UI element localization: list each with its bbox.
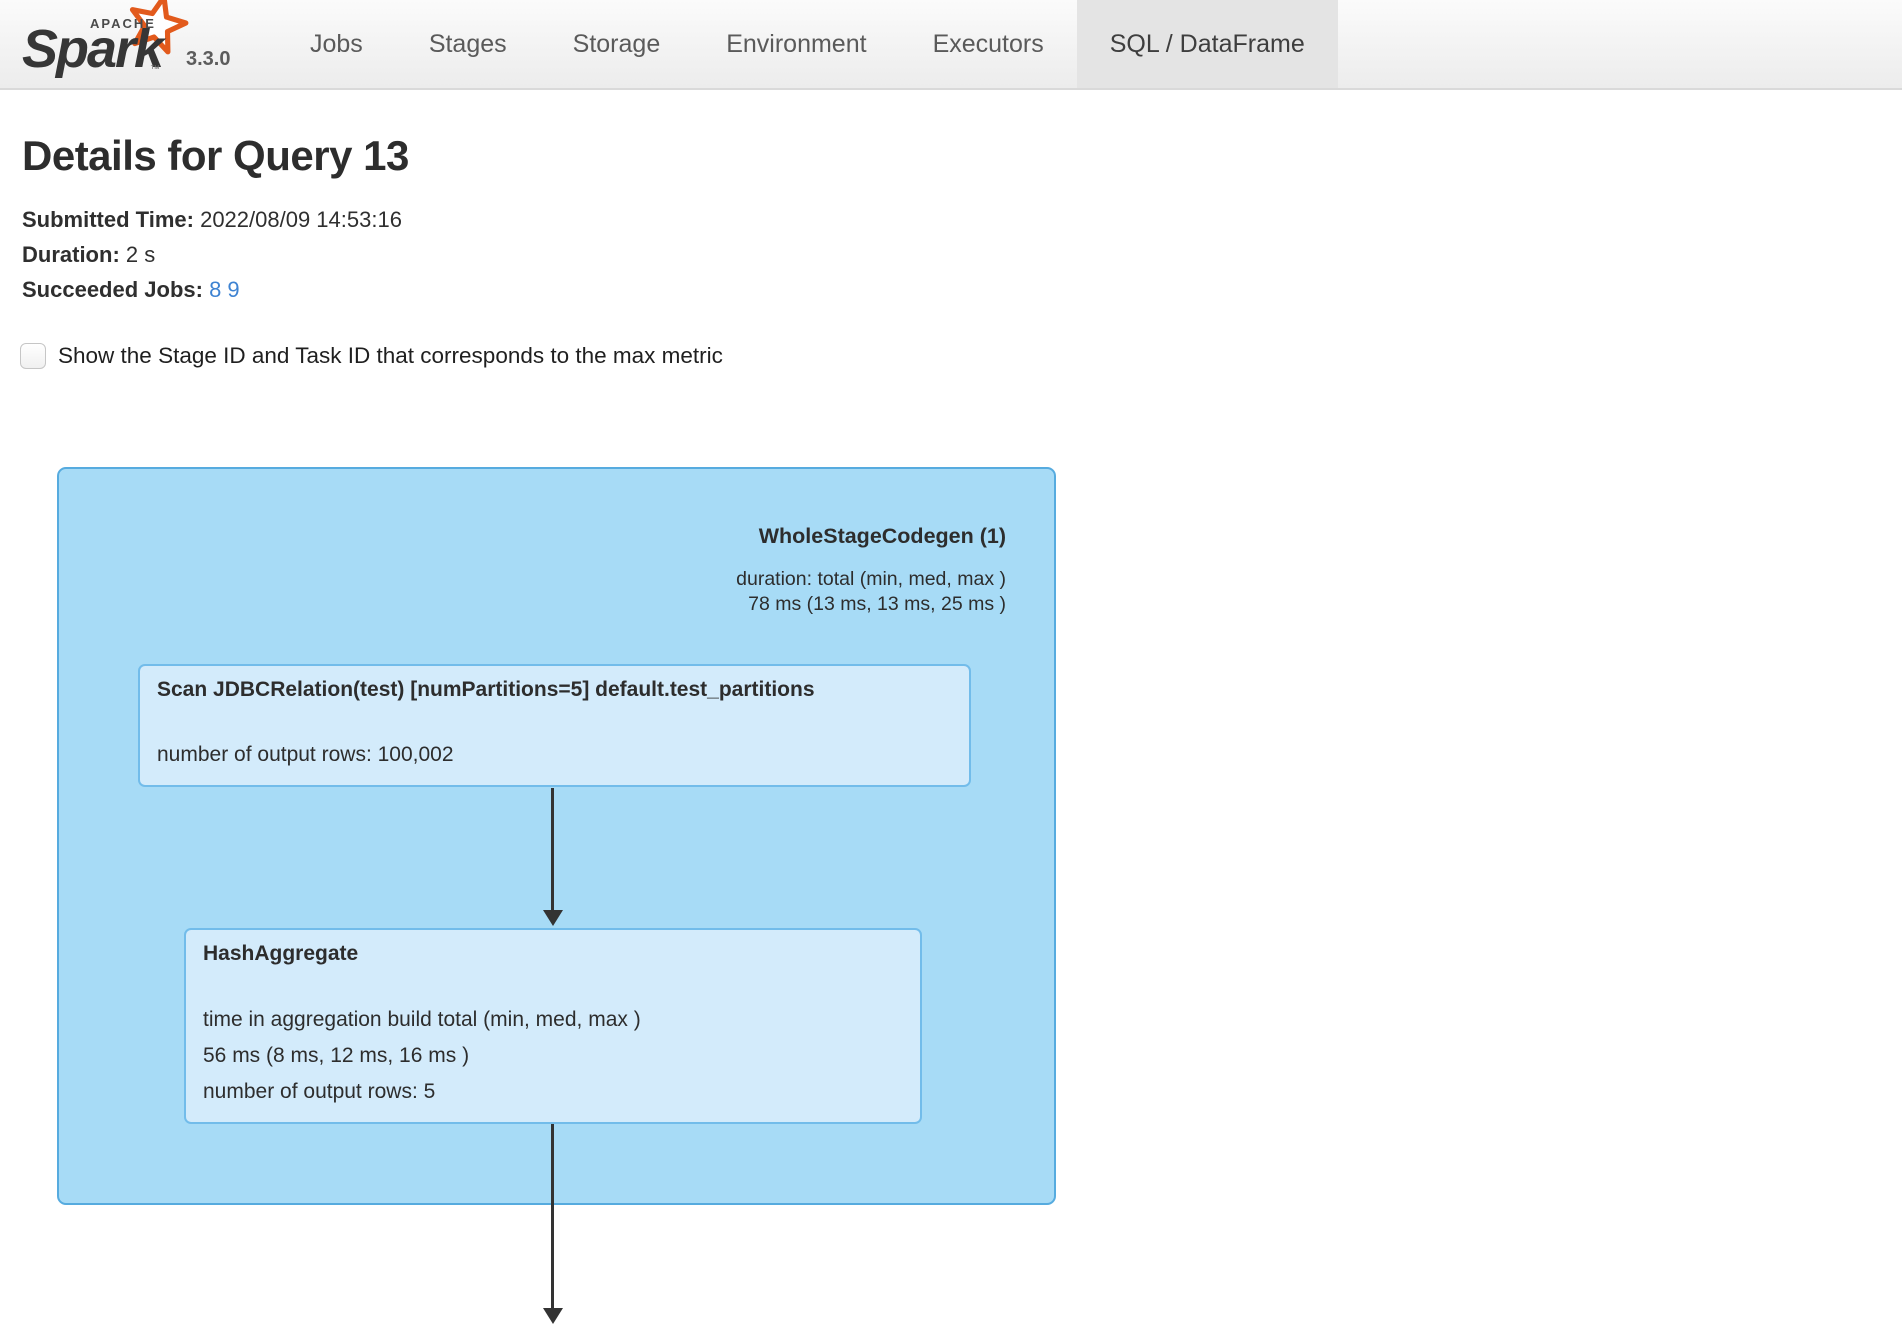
cluster-metric-line: 78 ms (13 ms, 13 ms, 25 ms ) bbox=[748, 593, 1006, 615]
submitted-time-row: Submitted Time: 2022/08/09 14:53:16 bbox=[22, 202, 1902, 237]
node-title: Scan JDBCRelation(test) [numPartitions=5… bbox=[157, 678, 815, 701]
tab-stages[interactable]: Stages bbox=[428, 30, 507, 58]
version-label: 3.3.0 bbox=[186, 48, 231, 70]
node-metrics: number of output rows: 100,002 bbox=[157, 737, 952, 773]
submitted-time-value: 2022/08/09 14:53:16 bbox=[200, 207, 402, 232]
max-metric-checkbox-label: Show the Stage ID and Task ID that corre… bbox=[58, 343, 723, 368]
succeeded-jobs-label: Succeeded Jobs: bbox=[22, 277, 203, 302]
logo-spark-text: Spark bbox=[22, 19, 164, 79]
query-metadata: Submitted Time: 2022/08/09 14:53:16 Dura… bbox=[22, 202, 1902, 307]
cluster-label: WholeStageCodegen (1) duration: total (m… bbox=[736, 524, 1006, 617]
max-metric-checkbox[interactable] bbox=[20, 343, 46, 369]
duration-label: Duration: bbox=[22, 242, 120, 267]
tab-sql-dataframe[interactable]: SQL / DataFrame bbox=[1076, 0, 1338, 88]
submitted-time-label: Submitted Time: bbox=[22, 207, 194, 232]
spark-logo: APACHE Spark ™ bbox=[14, 0, 264, 90]
arrow-down-icon bbox=[543, 1308, 563, 1324]
arrow-down-icon bbox=[543, 910, 563, 926]
dag-edge-hashaggregate-down bbox=[551, 1124, 554, 1310]
cluster-metric-line: duration: total (min, med, max ) bbox=[736, 568, 1006, 590]
cluster-metrics: duration: total (min, med, max ) 78 ms (… bbox=[736, 567, 1006, 617]
node-metrics: time in aggregation build total (min, me… bbox=[203, 1002, 903, 1110]
top-nav: APACHE Spark ™ 3.3.0 Jobs Stages Storage… bbox=[0, 0, 1902, 90]
duration-value: 2 s bbox=[125, 242, 156, 267]
tab-jobs[interactable]: Jobs bbox=[310, 30, 363, 58]
logo-trademark: ™ bbox=[150, 64, 160, 75]
logo-apache-text: APACHE bbox=[90, 16, 156, 31]
spark-star-icon bbox=[126, 0, 189, 61]
node-metric-line: time in aggregation build total (min, me… bbox=[203, 1008, 641, 1031]
node-metric-line: number of output rows: 100,002 bbox=[157, 743, 454, 766]
tab-environment[interactable]: Environment bbox=[726, 30, 867, 58]
dag-edge-scan-to-hashaggregate bbox=[551, 788, 554, 913]
tab-executors[interactable]: Executors bbox=[932, 30, 1044, 58]
max-metric-toggle-row: Show the Stage ID and Task ID that corre… bbox=[20, 343, 1902, 369]
dag-node-scan-jdbcrelation[interactable]: Scan JDBCRelation(test) [numPartitions=5… bbox=[138, 664, 971, 787]
dag-node-hashaggregate[interactable]: HashAggregate time in aggregation build … bbox=[184, 928, 922, 1124]
node-metric-line: number of output rows: 5 bbox=[203, 1080, 436, 1103]
link-job-9[interactable]: 9 bbox=[227, 277, 240, 302]
node-metric-line: 56 ms (8 ms, 12 ms, 16 ms ) bbox=[203, 1044, 470, 1067]
link-job-8[interactable]: 8 bbox=[209, 277, 222, 302]
cluster-title: WholeStageCodegen (1) bbox=[758, 524, 1006, 548]
tab-storage[interactable]: Storage bbox=[572, 30, 661, 58]
page-title: Details for Query 13 bbox=[22, 132, 409, 179]
main-content: Details for Query 13 Submitted Time: 202… bbox=[0, 92, 1902, 369]
duration-row: Duration: 2 s bbox=[22, 237, 1902, 272]
nav-tabs: Jobs Stages Storage Environment Executor… bbox=[277, 0, 1338, 88]
node-title: HashAggregate bbox=[203, 942, 359, 965]
